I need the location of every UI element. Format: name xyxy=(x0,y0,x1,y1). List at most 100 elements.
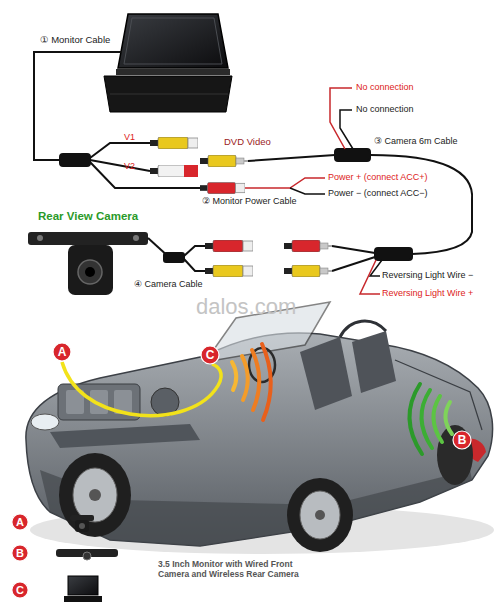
car-part xyxy=(31,414,59,430)
callout-circle: B xyxy=(11,544,29,562)
callout-fill xyxy=(12,582,28,598)
signal-waves-part xyxy=(409,384,422,454)
camera-6m-cable-part xyxy=(290,188,325,194)
rca-plug-part xyxy=(284,240,332,252)
rca-plug xyxy=(205,240,332,277)
product-thumbnails-part xyxy=(83,552,91,560)
wire-label: Reversing Light Wire − xyxy=(382,270,473,280)
car-part xyxy=(352,331,396,393)
car-part xyxy=(50,424,200,448)
caption: 3.5 Inch Monitor with Wired Front Camera… xyxy=(158,560,308,580)
signal-waves-part xyxy=(242,356,248,400)
cable-label: ④ Camera Cable xyxy=(134,279,203,289)
camera-6m-cable-part xyxy=(340,110,353,149)
rca-plug-part xyxy=(150,137,198,149)
callout-letter: B xyxy=(16,548,24,559)
callout-circle: C xyxy=(200,345,220,365)
signal-name: DVD Video xyxy=(224,137,271,148)
monitor-cable xyxy=(34,52,200,188)
monitor-cable-part xyxy=(90,143,150,158)
callout-text-box: B xyxy=(11,544,29,562)
car-part xyxy=(437,425,473,485)
rear-camera-part xyxy=(37,235,43,241)
callout-letter: C xyxy=(206,349,215,361)
rca-plug-part xyxy=(205,265,253,277)
car-part xyxy=(315,510,325,520)
wire-label: Reversing Light Wire + xyxy=(382,288,473,298)
monitor-cable-part xyxy=(90,162,200,188)
car-part xyxy=(300,337,352,410)
cable-label: ② Monitor Power Cable xyxy=(202,196,297,206)
rear-camera-part xyxy=(68,245,113,295)
car-part xyxy=(26,333,493,546)
callout-fill xyxy=(453,431,471,449)
callout-text-box: C xyxy=(11,581,29,599)
wire-label: No connection xyxy=(356,82,414,92)
monitor-part xyxy=(124,18,222,64)
rca-plug-part xyxy=(205,240,253,252)
car-part xyxy=(73,468,117,522)
monitor xyxy=(104,14,232,112)
callout-letter: A xyxy=(16,517,24,528)
callout-fill xyxy=(12,514,28,530)
signal-waves-part xyxy=(252,350,259,410)
car-part xyxy=(59,453,131,537)
monitor-part xyxy=(104,76,232,112)
product-thumbnails-part xyxy=(75,520,89,532)
callout-letter: A xyxy=(58,346,67,358)
watermark: dalos.com xyxy=(196,294,296,319)
monitor-cable-part xyxy=(90,160,150,171)
monitor-part xyxy=(116,69,230,75)
car-part xyxy=(300,491,340,539)
car xyxy=(26,302,494,554)
car-part xyxy=(62,362,221,416)
signal-waves-part xyxy=(421,390,432,448)
camera-6m-cable xyxy=(245,88,472,254)
rca-plug-part xyxy=(200,182,245,193)
camera-cable-part xyxy=(184,246,205,256)
camera-6m-cable-part xyxy=(330,88,352,149)
callout-letter: B xyxy=(458,434,467,446)
callout-letter: C xyxy=(16,585,24,596)
camera-cable-part xyxy=(184,259,205,271)
camera-cable-part xyxy=(164,253,184,262)
callout-circle: C xyxy=(11,581,29,599)
monitor-part xyxy=(118,14,228,68)
signal-waves-part xyxy=(433,396,442,442)
cable-label: ① Monitor Cable xyxy=(40,35,110,46)
camera-6m-cable-part xyxy=(335,149,370,161)
product-thumbnails-part xyxy=(68,576,98,595)
callout-text-box: B xyxy=(452,430,472,450)
rear-camera-part xyxy=(78,260,102,284)
rear-camera-part xyxy=(85,267,95,277)
signal-name: V1 xyxy=(124,132,135,142)
wire-label: Power − (connect ACC−) xyxy=(328,188,428,198)
camera-group: Rear View Camera xyxy=(30,210,152,302)
callout-fill xyxy=(201,346,219,364)
signal-name: V2 xyxy=(124,161,135,171)
callout-fill xyxy=(12,545,28,561)
camera-6m-cable-part xyxy=(248,155,335,161)
cable-label: ③ Camera 6m Cable xyxy=(374,136,458,146)
monitor-part xyxy=(110,94,228,95)
camera-heading: Rear View Camera xyxy=(30,210,152,224)
car-part xyxy=(340,321,386,337)
rca-plug-part xyxy=(200,155,248,167)
camera-cable-part xyxy=(360,260,380,294)
car-part xyxy=(287,478,353,552)
rear-camera-part xyxy=(28,232,148,245)
signal-waves xyxy=(232,344,452,454)
rca-plug-part xyxy=(184,165,198,177)
signal-waves-part xyxy=(262,344,271,420)
car-part xyxy=(89,489,101,501)
callout-fill xyxy=(53,343,71,361)
product-thumbnails-part xyxy=(79,523,85,529)
camera-cable-part xyxy=(332,257,375,271)
rear-camera-part xyxy=(133,235,139,241)
callout-circle: B xyxy=(452,430,472,450)
callout-text-box: A xyxy=(52,342,72,362)
rca-plug-part xyxy=(284,265,332,277)
camera-6m-cable-part xyxy=(370,155,472,254)
wire-label: No connection xyxy=(356,104,414,114)
